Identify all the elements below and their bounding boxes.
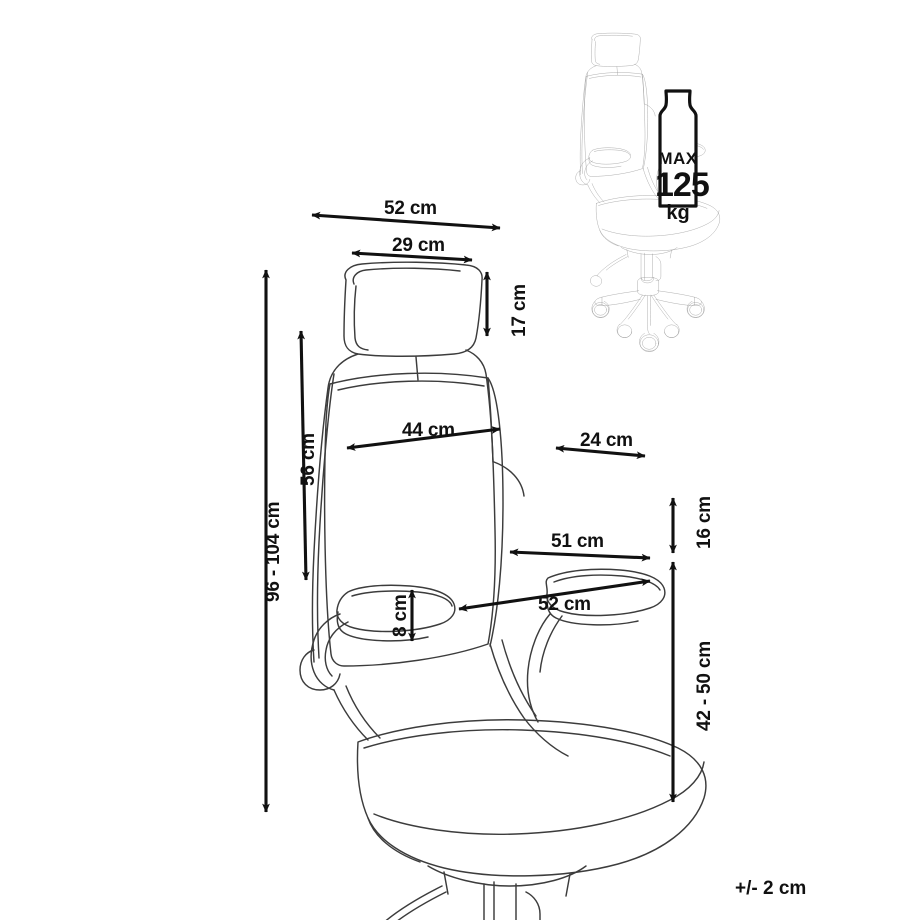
arrow-armrest-width	[555, 444, 646, 460]
label-seat-height: 42 - 50 cm	[694, 641, 715, 731]
label-seat-depth-lower: 52 cm	[538, 594, 591, 615]
label-total-height: 96 - 104 cm	[263, 501, 284, 602]
label-seat-depth-upper: 51 cm	[551, 531, 604, 552]
weight-value: 125	[655, 166, 710, 204]
label-backrest-height: 56 cm	[298, 433, 319, 486]
label-backrest-width: 44 cm	[402, 420, 455, 441]
label-seat-thickness: 8 cm	[390, 594, 411, 637]
max-weight-badge: MAX 125 kg	[655, 149, 710, 224]
label-armrest-width: 24 cm	[580, 430, 633, 451]
weight-max-label: MAX	[658, 149, 698, 168]
label-overall-width: 52 cm	[384, 198, 437, 219]
dimension-arrows	[262, 211, 677, 813]
max-weight-badge-icon	[658, 89, 698, 208]
arrow-backrest-height	[297, 330, 310, 581]
arrow-headrest-width	[351, 249, 473, 264]
main-chair-illustration	[299, 261, 707, 920]
arrow-overall-width	[311, 211, 501, 232]
tolerance-note: +/- 2 cm	[735, 878, 807, 899]
arrow-seat-depth-upper	[509, 548, 651, 562]
arrow-seat-depth-lower	[458, 578, 651, 612]
arrow-backrest-width	[346, 426, 501, 451]
label-headrest-width: 29 cm	[392, 235, 445, 256]
weight-unit: kg	[666, 202, 690, 224]
label-headrest-height: 17 cm	[509, 284, 530, 337]
label-armrest-height: 16 cm	[694, 496, 715, 549]
